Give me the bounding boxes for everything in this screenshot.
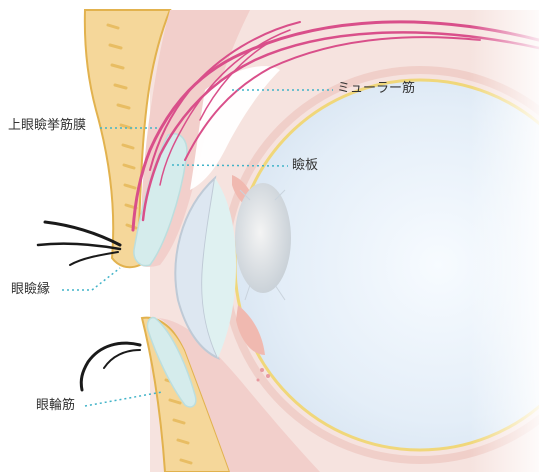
orbicularis-muscle-label: 眼輪筋 bbox=[36, 398, 75, 414]
levator-aponeurosis-label: 上眼瞼挙筋膜 bbox=[8, 118, 86, 134]
lower-eyelashes bbox=[81, 343, 140, 390]
muller-muscle-label: ミューラー筋 bbox=[337, 81, 415, 97]
upper-eyelashes bbox=[38, 222, 120, 265]
leader-margin bbox=[62, 268, 120, 290]
tarsal-plate-label: 瞼板 bbox=[292, 158, 318, 174]
lens bbox=[235, 183, 291, 293]
eyelid-margin-label: 眼瞼縁 bbox=[11, 282, 50, 298]
